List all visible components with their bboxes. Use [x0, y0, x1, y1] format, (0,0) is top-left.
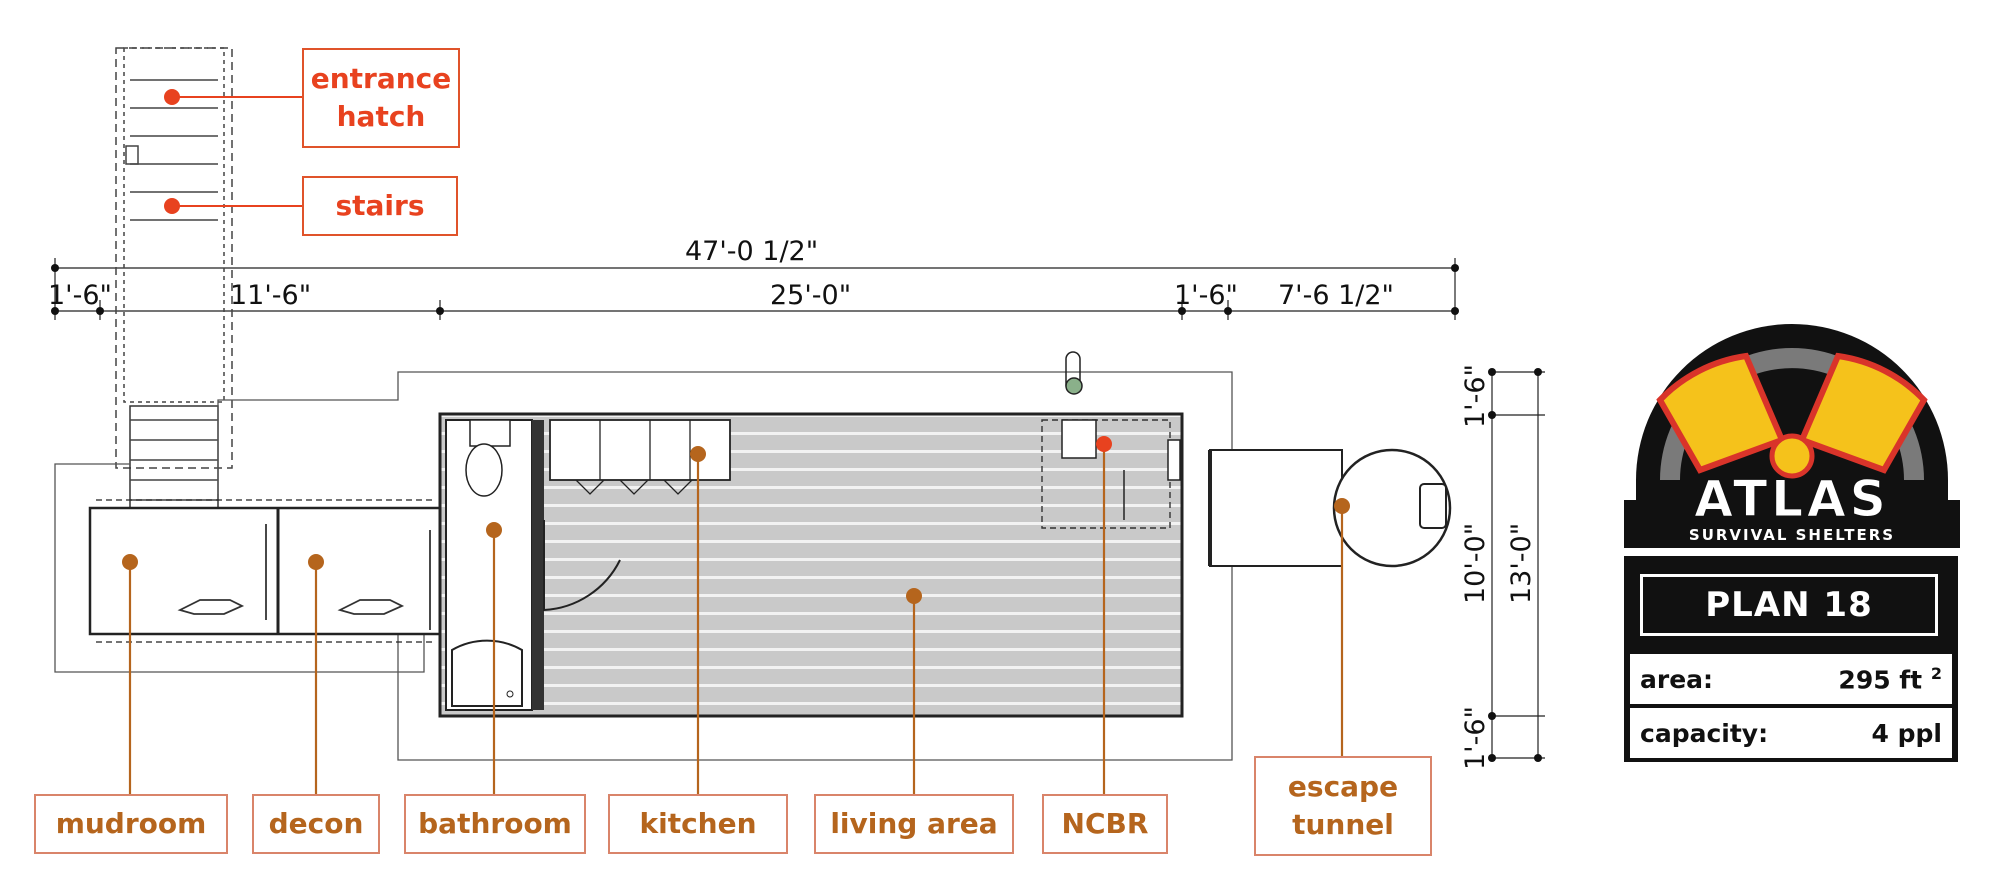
callout-decon: decon	[252, 794, 380, 854]
callout-escape-line1: escape	[1287, 770, 1399, 803]
callout-escape-line2: tunnel	[1292, 808, 1394, 841]
callout-bathroom-label: bathroom	[418, 807, 572, 840]
area-value: 295 ft	[1838, 665, 1923, 695]
dim-seg5: 7'-6 1/2"	[1278, 280, 1394, 311]
dim-seg2: 11'-6"	[230, 280, 311, 311]
area-unit-sup: 2	[1930, 663, 1942, 683]
dim-seg1: 1'-6"	[48, 280, 112, 311]
callout-kitchen: kitchen	[608, 794, 788, 854]
main-shelter	[438, 351, 1184, 718]
capacity-value: 4 ppl	[1871, 718, 1942, 748]
dim-vert-bottom: 1'-6"	[1460, 706, 1491, 770]
escape-tunnel	[1208, 448, 1452, 568]
plan-info-box: PLAN 18 area: 295 ft 2 capacity: 4 ppl	[1624, 556, 1958, 762]
atlas-badge: ATLAS SURVIVAL SHELTERS	[1624, 324, 1960, 548]
mudroom-decon-rooms	[88, 499, 442, 643]
callout-entrance-hatch: entrance hatch	[302, 48, 460, 148]
dim-seg4: 1'-6"	[1174, 280, 1238, 311]
capacity-row: capacity: 4 ppl	[1630, 708, 1952, 758]
brand-tagline: SURVIVAL SHELTERS	[1689, 526, 1895, 544]
dim-overall: 47'-0 1/2"	[685, 236, 818, 267]
callout-entrance-line2: hatch	[336, 100, 426, 133]
dim-seg3: 25'-0"	[770, 280, 851, 311]
callout-escape-tunnel: escape tunnel	[1254, 756, 1432, 856]
plan-title: PLAN 18	[1640, 574, 1938, 636]
callout-mudroom-label: mudroom	[55, 807, 207, 840]
outer-pads	[54, 371, 1233, 761]
callout-mudroom: mudroom	[34, 794, 228, 854]
callout-living-area-label: living area	[830, 807, 998, 840]
callout-decon-label: decon	[268, 807, 364, 840]
callout-leaders-orange	[128, 444, 1344, 794]
dim-vert-top: 1'-6"	[1460, 364, 1491, 428]
callout-leaders-red	[172, 96, 302, 207]
callout-stairs-label: stairs	[335, 189, 425, 222]
dimension-dots	[51, 264, 1542, 762]
capacity-label: capacity:	[1640, 718, 1769, 748]
brand-name: ATLAS	[1694, 470, 1890, 528]
area-label: area:	[1640, 664, 1714, 694]
callout-entrance-line1: entrance	[310, 62, 452, 95]
callout-ncbr: NCBR	[1042, 794, 1168, 854]
callout-bathroom: bathroom	[404, 794, 586, 854]
callout-living-area: living area	[814, 794, 1014, 854]
area-row: area: 295 ft 2	[1630, 654, 1952, 704]
callout-dots	[122, 89, 1350, 604]
dimension-lines	[54, 258, 1545, 759]
dim-vert-total: 13'-0"	[1506, 523, 1537, 604]
callout-ncbr-label: NCBR	[1061, 807, 1149, 840]
callout-kitchen-label: kitchen	[639, 807, 757, 840]
entrance-shaft	[115, 47, 233, 511]
callout-stairs: stairs	[302, 176, 458, 236]
area-value-wrap: 295 ft 2	[1838, 664, 1942, 694]
dim-vert-mid: 10'-0"	[1460, 523, 1491, 604]
